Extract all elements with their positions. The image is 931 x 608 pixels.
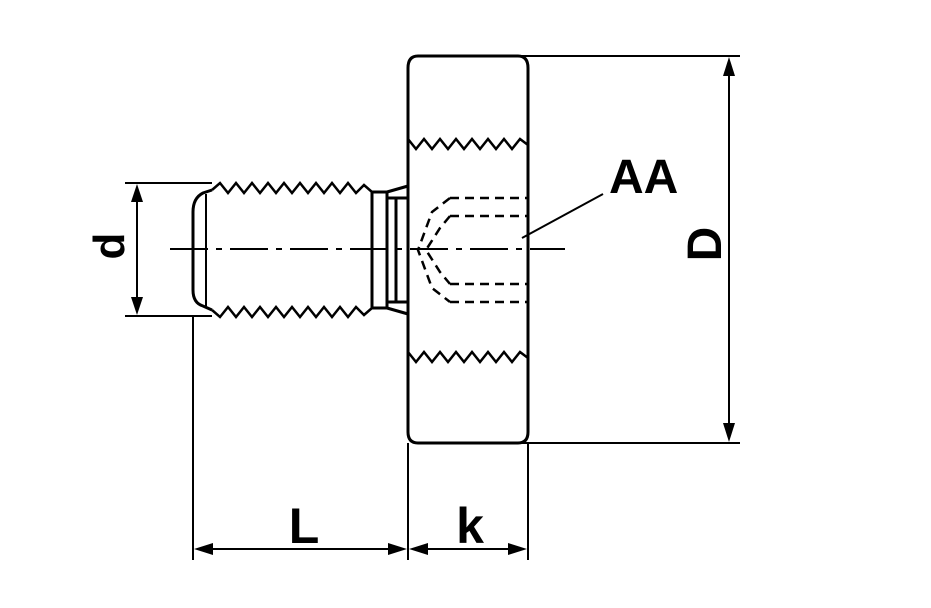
- arrow-D-top: [723, 57, 735, 76]
- dimension-L-k: [192, 316, 529, 560]
- arrow-D-bottom: [723, 423, 735, 442]
- arrow-d-top: [131, 184, 143, 202]
- arrow-k-right: [508, 543, 527, 555]
- dimension-D: [520, 55, 740, 444]
- leader-AA: [521, 193, 604, 239]
- shank-body: [191, 188, 213, 312]
- knurl-top: [407, 136, 529, 152]
- label-D: D: [679, 227, 732, 262]
- label-L: L: [289, 498, 320, 554]
- thread-bottom: [211, 304, 373, 320]
- arrow-L-left: [194, 543, 213, 555]
- arrow-k-left: [409, 543, 428, 555]
- knurled-head: [406, 54, 530, 445]
- dimension-d: [125, 182, 212, 317]
- arrow-L-right: [388, 543, 407, 555]
- arrow-d-bottom: [131, 297, 143, 315]
- thread-top: [211, 180, 373, 196]
- head-outline: [406, 54, 530, 445]
- label-d: d: [85, 233, 134, 260]
- label-AA: AA: [609, 151, 678, 204]
- neck: [386, 184, 409, 316]
- label-k: k: [456, 498, 484, 554]
- knurl-bottom: [407, 349, 529, 365]
